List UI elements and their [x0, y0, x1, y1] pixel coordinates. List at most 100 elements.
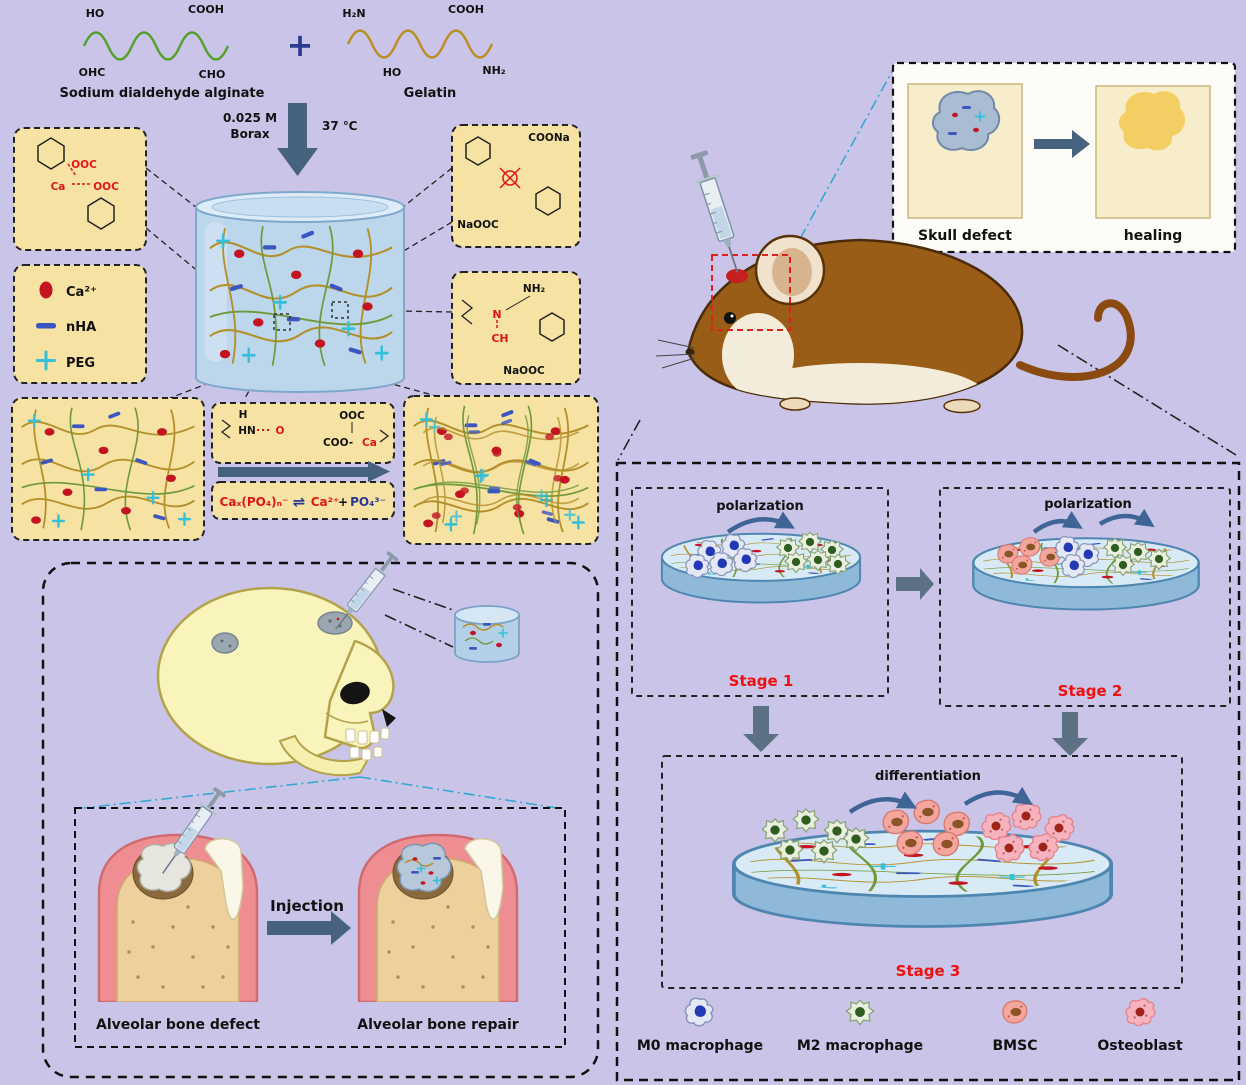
stage1-to-stage2-arrow [896, 568, 934, 600]
equation-plus: + [338, 495, 348, 509]
m2-macrophage-icon [845, 999, 875, 1026]
label-ooc-bottom: OOC [93, 181, 119, 193]
mouse-tail [1016, 299, 1135, 381]
alveolar-repair-section [357, 833, 519, 1002]
label-ooc2: OOC [339, 410, 365, 422]
alveolar-defect-section [97, 833, 259, 1002]
equation-left: Caₓ(PO₄)ₙ⁻ [220, 495, 289, 509]
group-cooh2: COOH [448, 3, 484, 16]
differentiation-label: differentiation [875, 769, 981, 784]
eye-socket [340, 681, 370, 705]
alveolar-scene: Injection Alveolar bone defect Alveolar … [41, 548, 600, 1079]
injection-zoom-box [711, 254, 791, 331]
healing-arrow [1034, 130, 1090, 158]
nasal-opening [382, 709, 396, 727]
cell-legend: M0 macrophage M2 macrophage BMSC Osteobl… [637, 997, 1183, 1054]
equation-harpoon: ⇌ [293, 493, 306, 511]
equation-po4: PO₄³⁻ [350, 495, 386, 509]
hydrogel-beaker [195, 191, 405, 393]
skull-defect-label: Skull defect [918, 228, 1012, 244]
ca-icon [39, 281, 53, 299]
chem-box-schiff-base: NH₂ N CH NaOOC [451, 271, 581, 385]
stage1-label: Stage 1 [729, 672, 794, 690]
polarization-arrow-2a [1032, 511, 1083, 534]
polarization-label-1: polarization [716, 499, 804, 514]
synthesis-scheme: HO COOH OHC CHO Sodium dialdehyde algina… [11, 3, 599, 545]
alveolar-box: Injection Alveolar bone defect Alveolar … [74, 784, 566, 1048]
condition-borax: Borax [230, 127, 269, 141]
mouse-front-foot [779, 397, 811, 411]
label-ca2: Ca [362, 437, 377, 449]
group-h2n: H₂N [342, 7, 365, 20]
label-naooc2: NaOOC [503, 365, 545, 377]
differentiation-arrow-a [848, 791, 918, 814]
legend-ca: Ca²⁺ [66, 285, 97, 300]
label-coo: COO- [323, 437, 353, 449]
label-n: N [492, 308, 501, 321]
skull-defect-gel [317, 611, 353, 635]
osteoblast-label: Osteoblast [1097, 1038, 1183, 1054]
equilibrium-equation-box: Caₓ(PO₄)ₙ⁻ ⇌ Ca²⁺ + PO₄³⁻ [211, 481, 395, 520]
alveolar-repair-label: Alveolar bone repair [357, 1017, 519, 1033]
differentiation-arrow-b [963, 786, 1033, 806]
component-legend: Ca²⁺ nHA PEG [13, 264, 147, 384]
equation-ca: Ca²⁺ [311, 495, 340, 509]
polarization-arrow-2b [1098, 508, 1155, 528]
reaction-arrow-down [277, 103, 318, 176]
stage2-label: Stage 2 [1058, 682, 1123, 700]
healing-label: healing [1124, 228, 1183, 244]
bond-chemistry-box: H HN O OOC COO- Ca [211, 402, 395, 464]
condition-conc: 0.025 M [223, 111, 277, 125]
gel-plug [932, 90, 1001, 152]
stage3-label: Stage 3 [896, 962, 961, 980]
chem-box-borate: COONa NaOOC [451, 124, 581, 248]
polarization-label-2: polarization [1044, 497, 1132, 512]
legend-nha: nHA [66, 320, 96, 335]
label-ch: CH [491, 332, 508, 345]
mini-gel-cylinder [454, 605, 520, 663]
plus-sign: + [287, 26, 314, 64]
m0-macrophage-icon [684, 997, 714, 1027]
stages-panel: polarization Stage 1 polarization Stage … [615, 461, 1241, 1082]
label-ooc-top: OOC [71, 159, 97, 171]
group-nh2: NH₂ [482, 64, 505, 77]
label-coona: COONa [528, 132, 569, 144]
gelatin-label: Gelatin [404, 86, 457, 101]
zoom-marker-2 [331, 301, 349, 319]
group-ho: HO [86, 7, 105, 20]
label-naooc: NaOOC [457, 219, 499, 231]
mouse-whiskers [655, 339, 696, 369]
group-cooh: COOH [188, 3, 224, 16]
crosslinked-network-box [403, 395, 599, 545]
label-h: H [239, 409, 248, 421]
injection-arrow [267, 911, 351, 945]
healed-bone-blob [1118, 91, 1186, 151]
gelatin-structure: H₂N COOH HO NH₂ Gelatin [342, 3, 505, 101]
skull-lesion-left [211, 632, 239, 654]
mouse-eye [724, 312, 736, 324]
chem-box-ca-crosslink: OOC Ca OOC [13, 127, 147, 251]
alginate-label: Sodium dialdehyde alginate [60, 86, 265, 101]
label-nh2: NH₂ [523, 283, 546, 295]
group-ho2: HO [383, 66, 402, 79]
zoom-marker-1 [273, 313, 291, 331]
polarization-arrow-1 [726, 511, 796, 534]
stage3-panel: differentiation Stage 3 [661, 755, 1183, 989]
label-ca: Ca [51, 181, 66, 193]
mouse-ear-inner [772, 248, 812, 296]
legend-peg: PEG [66, 356, 95, 371]
teeth [345, 727, 390, 761]
stage2-panel: polarization Stage 2 [939, 487, 1231, 707]
m2-label: M2 macrophage [797, 1038, 923, 1054]
m0-label: M0 macrophage [637, 1038, 763, 1054]
label-o: O [276, 425, 285, 437]
alveolar-defect-label: Alveolar bone defect [96, 1017, 260, 1033]
bmsc-label: BMSC [993, 1038, 1038, 1054]
condition-temp: 37 ℃ [322, 119, 357, 133]
label-hn: HN [238, 425, 256, 437]
stage1-to-stage3-arrow [743, 706, 779, 752]
skull-jaw [278, 734, 373, 777]
gelation-arrow [218, 461, 390, 482]
pregel-network-box [11, 397, 205, 541]
